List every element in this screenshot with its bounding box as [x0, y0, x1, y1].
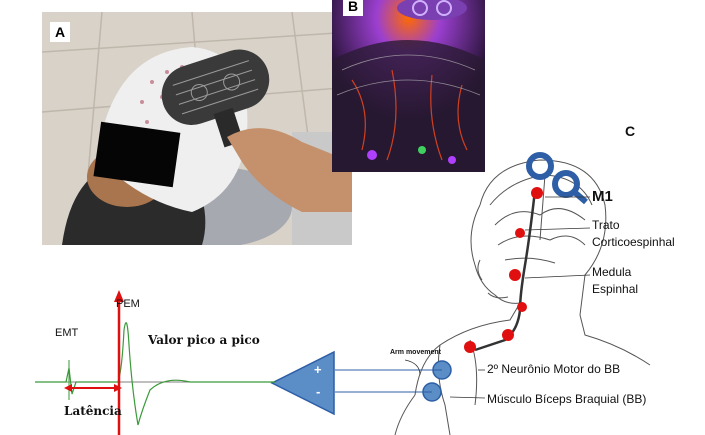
coil-icon [526, 152, 588, 205]
panel-label-c: C [625, 123, 636, 139]
label-trato-1: Trato [592, 218, 620, 232]
mep-trace [35, 290, 275, 435]
label-m1: M1 [592, 188, 613, 205]
amp-plus: + [314, 362, 322, 377]
photo-illustration [42, 12, 352, 245]
label-peak-to-peak: Valor pico a pico [148, 333, 260, 347]
panel-label-b: B [343, 0, 363, 16]
label-emt: EMT [55, 327, 79, 339]
amp-minus: - [316, 384, 321, 399]
label-trato-2: Corticoespinhal [592, 235, 675, 249]
render-coil-cortex [332, 0, 485, 172]
label-neuronio: 2º Neurônio Motor do BB [487, 362, 621, 376]
label-medula-2: Espinhal [592, 282, 639, 296]
label-latency: Latência [64, 404, 122, 418]
label-musculo: Músculo Bíceps Braquial (BB) [487, 392, 647, 406]
label-pem: PEM [116, 298, 140, 310]
photo-tms-session [42, 12, 352, 245]
label-arm-movement: Arm movement [390, 349, 441, 356]
stimulation-points [464, 187, 543, 353]
panel-label-a: A [50, 22, 70, 42]
label-medula-1: Medula [592, 265, 632, 279]
amplifier-triangle [270, 350, 335, 416]
cortex-illustration [332, 0, 485, 172]
